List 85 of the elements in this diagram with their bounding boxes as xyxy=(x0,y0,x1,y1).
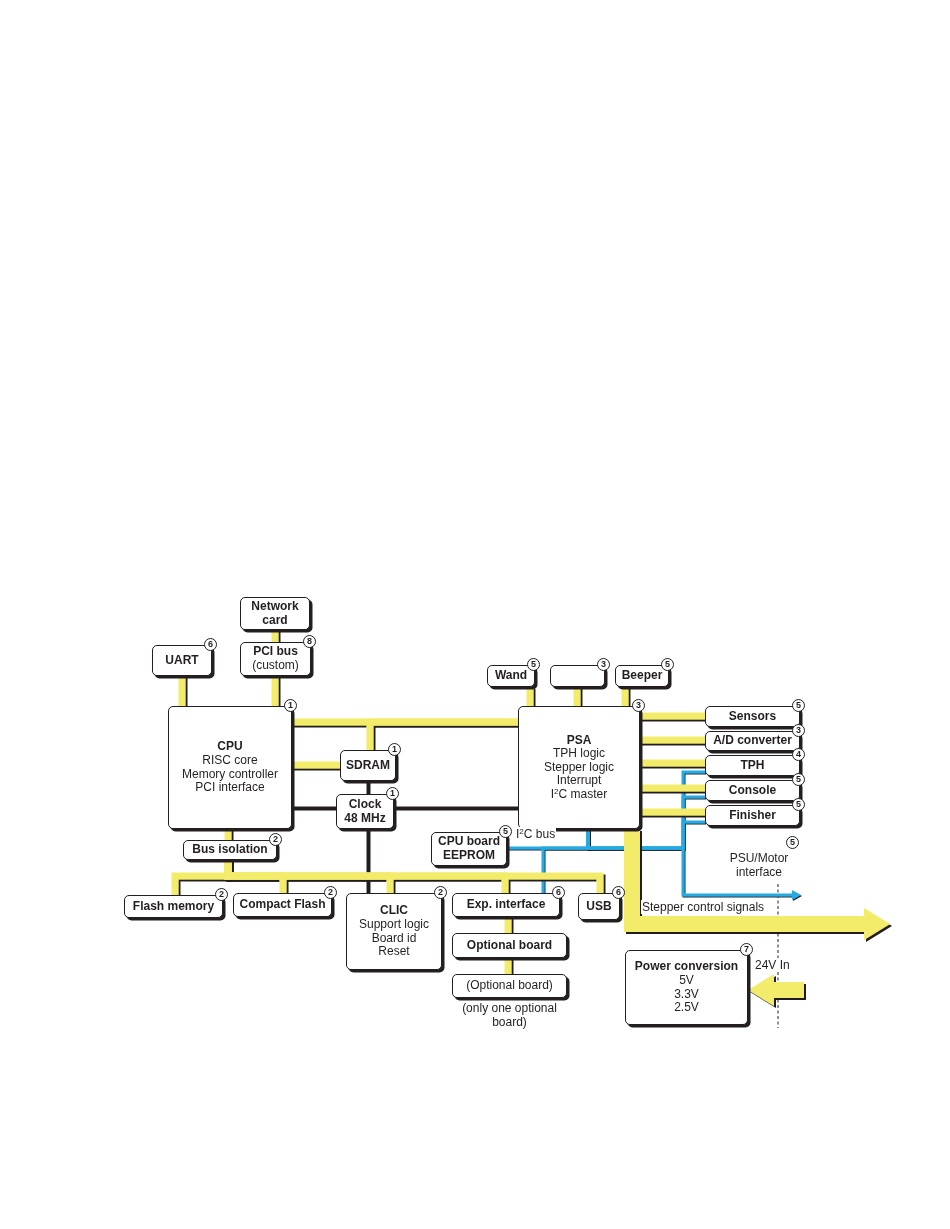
callout-number: 3 xyxy=(597,658,610,671)
bus-connector xyxy=(573,687,581,706)
bus-connector xyxy=(271,676,279,706)
signal-line xyxy=(292,806,336,810)
component-name: Bus isolation xyxy=(192,843,268,857)
component-box xyxy=(240,597,310,630)
component-detail: Interrupt xyxy=(556,774,602,788)
callout-number: 6 xyxy=(204,638,217,651)
block-arrow xyxy=(624,829,890,940)
block-arrow xyxy=(748,974,804,1006)
component-name: Flash memory xyxy=(132,899,215,914)
component-detail: (custom) xyxy=(252,659,299,673)
component-name: SDRAM xyxy=(346,758,390,773)
callout-number: 1 xyxy=(386,787,399,800)
component-detail: Memory controller xyxy=(182,767,278,782)
edge-label: Stepper control signals xyxy=(641,900,766,914)
component-detail: Support logic xyxy=(358,917,429,932)
callout-number: 5 xyxy=(499,825,512,838)
component-name: Finisher xyxy=(729,808,776,823)
component-name: Beeper xyxy=(621,669,663,683)
component-box xyxy=(452,933,567,958)
bus-connector xyxy=(640,712,705,720)
edge-label: 24V In xyxy=(754,958,791,972)
component-name: Console xyxy=(728,783,777,798)
callout-number: 5 xyxy=(792,798,805,811)
callout-number: 5 xyxy=(792,773,805,786)
component-name: (Optional board) xyxy=(466,979,553,993)
callout-number: 2 xyxy=(324,886,337,899)
note-text: (only one optional board) xyxy=(461,1001,558,1029)
component-name: PCI bus xyxy=(253,645,298,659)
bus-connector xyxy=(640,736,705,744)
signal-arrow xyxy=(586,829,801,900)
component-name: Power conversion xyxy=(634,960,739,974)
callout-number: 2 xyxy=(269,833,282,846)
callout-number: 3 xyxy=(792,724,805,737)
callout-number: 5 xyxy=(792,699,805,712)
component-name: Optional board xyxy=(466,938,553,953)
component-detail: PCI interface xyxy=(195,781,265,795)
component-name: Network card xyxy=(250,599,300,628)
component-detail: Reset xyxy=(378,945,410,959)
component-name: UART xyxy=(165,653,199,668)
bus-connector xyxy=(640,784,705,792)
callout-number: 1 xyxy=(284,699,297,712)
component-detail: 3.3V xyxy=(674,987,699,1002)
signal-line xyxy=(366,829,370,893)
component-name: USB xyxy=(586,899,612,914)
component-name: CPU xyxy=(217,740,243,754)
edge-label: I$^{2}$C bus xyxy=(515,827,557,841)
callout-number: 1 xyxy=(388,743,401,756)
component-name: Clock 48 MHz xyxy=(343,797,387,826)
component-name: Compact Flash xyxy=(239,898,326,912)
component-detail: I$^{2}$C master xyxy=(550,787,608,802)
bus-connector xyxy=(178,676,186,706)
callout-number: 6 xyxy=(552,886,565,899)
callout-number: 2 xyxy=(434,886,447,899)
component-name: TPH xyxy=(740,758,765,773)
component-detail: Board id xyxy=(371,931,417,946)
callout-number: 2 xyxy=(215,888,228,901)
callout-number: 4 xyxy=(792,748,805,761)
bus-connector xyxy=(366,718,518,750)
component-detail: 5V xyxy=(679,973,694,988)
component-detail: 2.5V xyxy=(674,1001,699,1015)
component-name: A/D converter xyxy=(713,734,792,748)
bus-connector xyxy=(640,759,705,767)
component-name: Sensors xyxy=(728,709,777,724)
callout-number: 5 xyxy=(527,658,540,671)
callout-number: 3 xyxy=(632,699,645,712)
component-name: Exp. interface xyxy=(466,898,546,912)
callout-number: 6 xyxy=(612,886,625,899)
callout-number: 5 xyxy=(786,836,799,849)
component-name: PSA xyxy=(566,733,592,748)
callout-number: 8 xyxy=(303,635,316,648)
callout-number: 5 xyxy=(661,658,674,671)
callout-number: 7 xyxy=(740,943,753,956)
component-detail: TPH logic xyxy=(553,747,605,761)
component-detail: Stepper logic xyxy=(543,760,614,775)
bus-connector xyxy=(526,687,534,706)
component-name: Wand xyxy=(494,669,528,683)
component-detail: RISC core xyxy=(202,753,258,768)
bus-connector xyxy=(640,808,705,816)
signal-line xyxy=(394,806,518,810)
bus-connector xyxy=(292,761,340,769)
bus-connector xyxy=(621,687,629,706)
component-name: CLIC xyxy=(380,904,408,918)
component-name: CPU board EEPROM xyxy=(437,835,501,863)
